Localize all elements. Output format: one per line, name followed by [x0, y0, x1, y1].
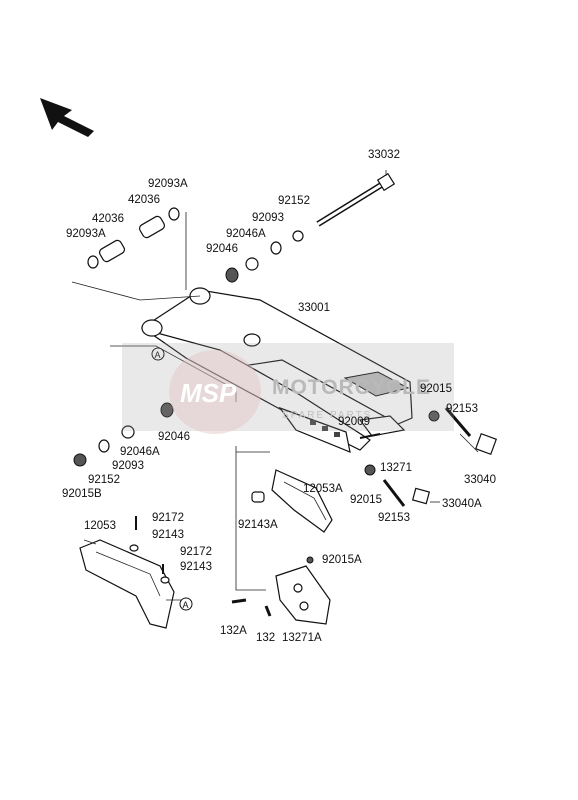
- part-labels: 33032 92093A 42036 42036 92093A 92152 92…: [62, 149, 496, 644]
- part-label-92015a: 92015A: [322, 554, 362, 566]
- part-label-92093: 92093: [252, 212, 284, 224]
- part-label-13271: 13271: [380, 462, 412, 474]
- part-label-12053a: 12053A: [303, 483, 343, 495]
- part-label-92046a: 92046A: [226, 228, 266, 240]
- lower-fasteners: [135, 516, 314, 617]
- reference-marker-a-top: A: [151, 347, 165, 361]
- part-label-92015: 92015: [350, 494, 382, 506]
- swing-arm: [140, 287, 413, 453]
- part-label-92153: 92153: [446, 403, 478, 415]
- part-label-92153: 92153: [378, 512, 410, 524]
- part-label-92093a: 92093A: [148, 178, 188, 190]
- watermark: MSP MOTORCYCLE SPARE PARTS: [122, 343, 454, 434]
- reference-marker-a-bottom: A: [179, 597, 193, 611]
- part-label-92143: 92143: [180, 561, 212, 573]
- part-label-42036: 42036: [92, 213, 124, 225]
- part-label-13271a: 13271A: [282, 632, 322, 644]
- part-label-92093: 92093: [112, 460, 144, 472]
- svg-text:A: A: [155, 350, 161, 360]
- part-label-92046: 92046: [158, 431, 190, 443]
- part-label-92172: 92172: [152, 512, 184, 524]
- watermark-title: MOTORCYCLE: [272, 376, 431, 399]
- part-label-92009: 92009: [338, 416, 370, 428]
- part-label-92172: 92172: [180, 546, 212, 558]
- part-label-33040: 33040: [464, 474, 496, 486]
- part-label-92046: 92046: [206, 243, 238, 255]
- upper-left-bushings: [87, 207, 180, 269]
- right-side-hardware: [358, 407, 498, 507]
- part-label-33001: 33001: [298, 302, 330, 314]
- part-label-92015b: 92015B: [62, 488, 102, 500]
- axle-shaft: [316, 172, 396, 227]
- part-label-92152: 92152: [88, 474, 120, 486]
- part-label-33040a: 33040A: [442, 498, 482, 510]
- part-label-132: 132: [256, 632, 275, 644]
- chain-guide-13271a: [275, 565, 331, 625]
- front-direction-arrow: [40, 98, 94, 137]
- leader-lines: [71, 170, 479, 601]
- part-label-132a: 132A: [220, 625, 247, 637]
- chain-slider-upper: [251, 469, 333, 533]
- svg-text:A: A: [183, 600, 189, 610]
- upper-mid-bearings: [225, 230, 304, 283]
- part-label-92152: 92152: [278, 195, 310, 207]
- part-label-92143: 92143: [152, 529, 184, 541]
- part-label-92143a: 92143A: [238, 519, 278, 531]
- watermark-subtitle: SPARE PARTS: [282, 410, 372, 421]
- watermark-logo: MSP: [180, 378, 237, 408]
- part-label-42036: 42036: [128, 194, 160, 206]
- part-label-12053: 12053: [84, 520, 116, 532]
- part-label-92093a: 92093A: [66, 228, 106, 240]
- part-label-33032: 33032: [368, 149, 400, 161]
- part-label-92015: 92015: [420, 383, 452, 395]
- left-pivot-bearings: [73, 402, 174, 467]
- chain-guide-lower: [79, 539, 175, 629]
- part-label-92046a: 92046A: [120, 446, 160, 458]
